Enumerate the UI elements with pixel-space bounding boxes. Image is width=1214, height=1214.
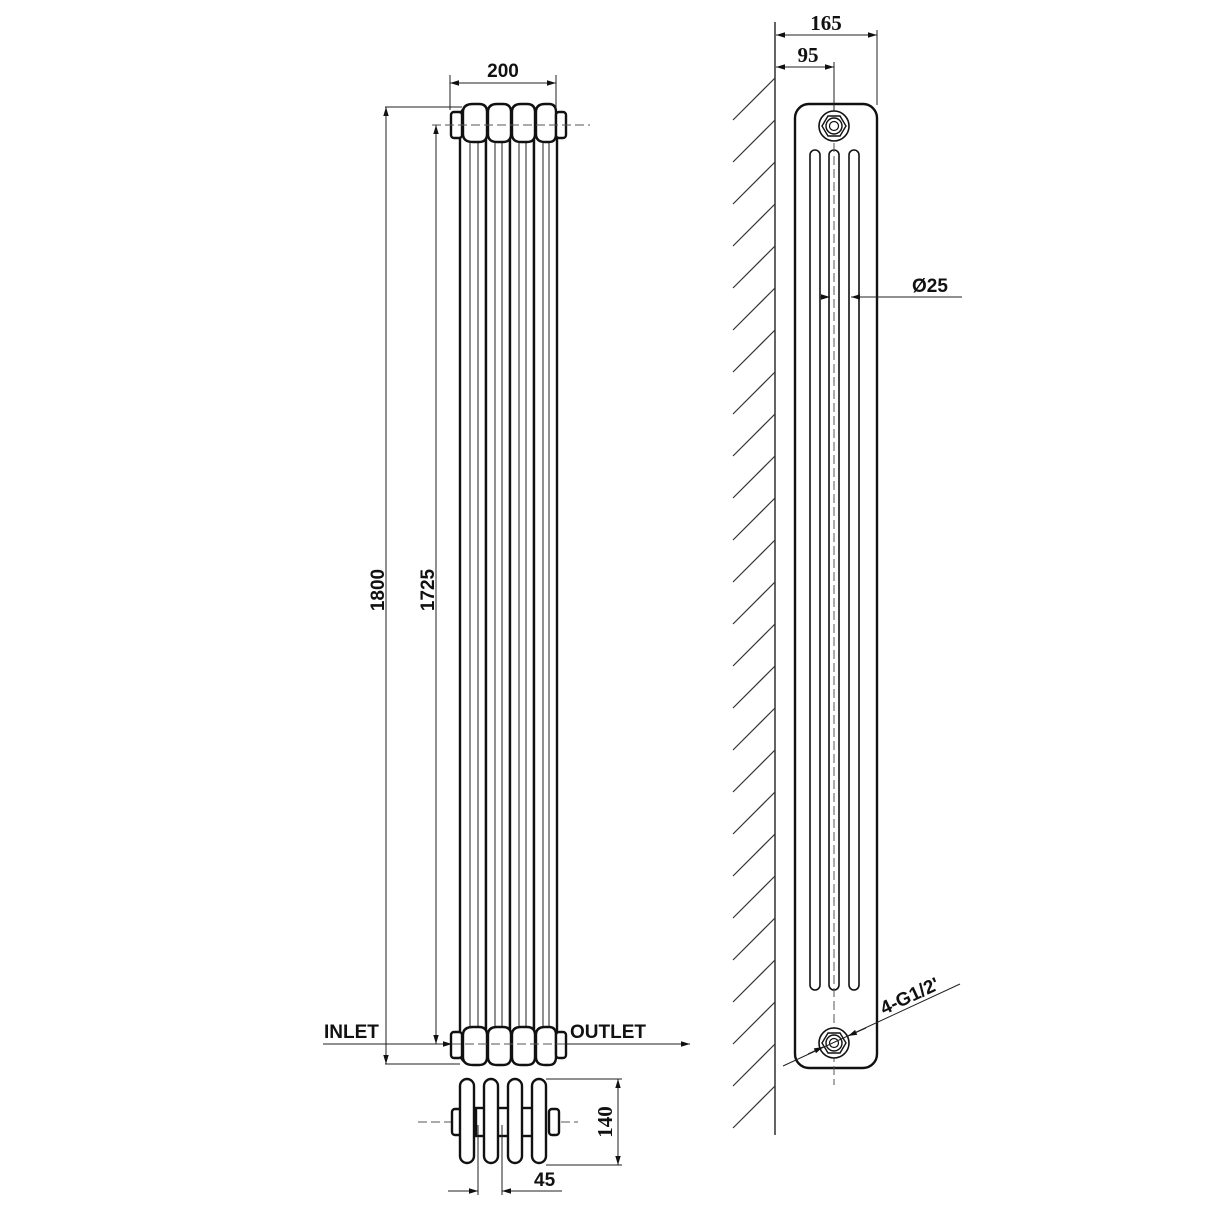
- radiator-columns: [449, 102, 568, 1067]
- inlet-outlet: INLET OUTLET: [323, 1022, 690, 1047]
- dim-wall-to-centre-label: 95: [798, 43, 819, 67]
- dimension-overall-height: 1800: [368, 106, 462, 1065]
- dim-depth-label: 140: [593, 1106, 617, 1138]
- top-fitting: [818, 110, 850, 142]
- dim-width-label: 200: [487, 61, 519, 82]
- dim-pipe-centres-label: 1725: [418, 568, 439, 611]
- dimension-width: 200: [449, 61, 557, 110]
- wall-hatching: [732, 22, 776, 1135]
- dim-connections-label: 4-G1/2': [877, 974, 943, 1019]
- bottom-fitting: [818, 1027, 850, 1059]
- outlet-label: OUTLET: [570, 1022, 646, 1043]
- bottom-view: 140 45: [418, 1077, 622, 1195]
- dim-overall-height-label: 1800: [368, 569, 389, 611]
- front-view: 200 1800 1725 INLET OUTLET: [323, 61, 690, 1067]
- dim-pitch-label: 45: [534, 1170, 556, 1191]
- dimension-pipe-centres: 1725: [418, 125, 439, 1044]
- dim-wall-to-front-label: 165: [810, 11, 842, 35]
- inlet-label: INLET: [324, 1022, 379, 1043]
- side-view: 165 95 Ø25 4-G1/2': [732, 11, 962, 1135]
- dim-tube-diameter-label: Ø25: [912, 276, 948, 297]
